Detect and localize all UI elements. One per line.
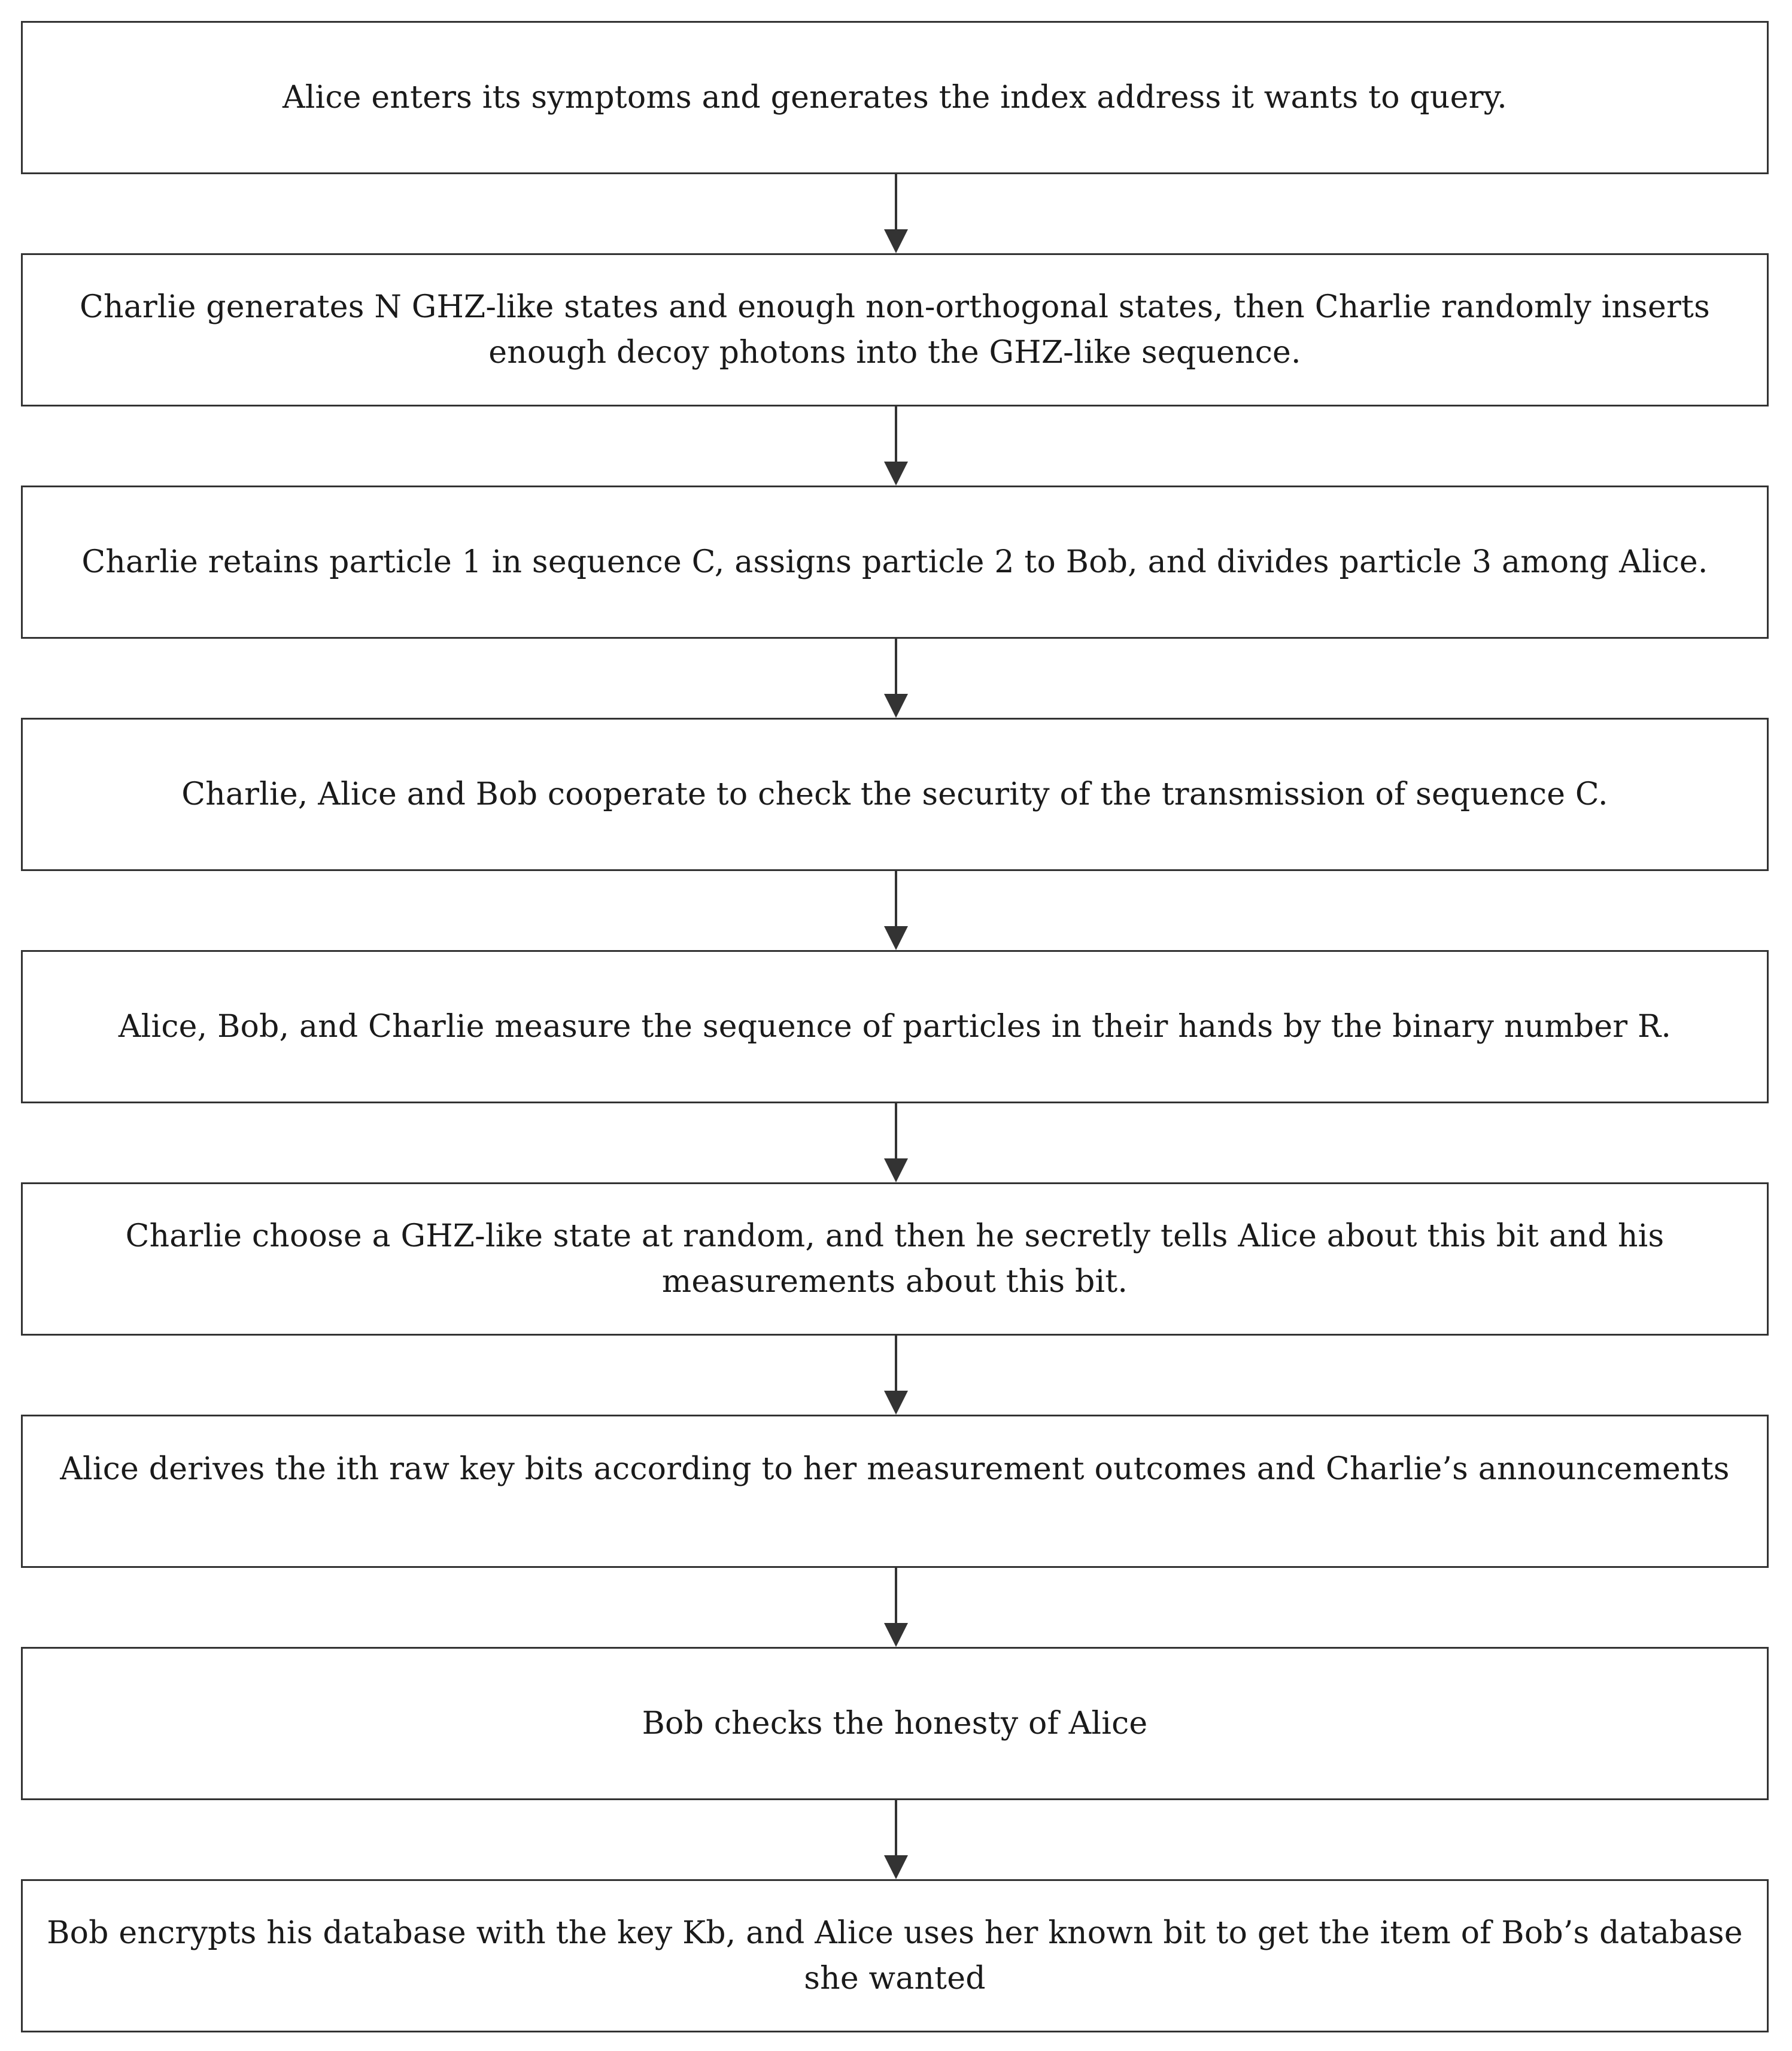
- arrow-down-icon: [884, 1336, 908, 1415]
- step-box-7: Alice derives the ith raw key bits accor…: [21, 1415, 1769, 1568]
- step-box-1: Alice enters its symptoms and generates …: [21, 21, 1769, 174]
- step-text-3: Charlie retains particle 1 in sequence C…: [81, 544, 1708, 580]
- arrow-down-icon: [884, 1800, 908, 1879]
- step-box-2: Charlie generates N GHZ-like states and …: [21, 253, 1769, 406]
- step-text-5: Alice, Bob, and Charlie measure the sequ…: [118, 1009, 1672, 1045]
- step-box-4: Charlie, Alice and Bob cooperate to chec…: [21, 718, 1769, 871]
- arrow-down-icon: [884, 174, 908, 253]
- step-text-1: Alice enters its symptoms and generates …: [282, 80, 1508, 116]
- step-text-7: Alice derives the ith raw key bits accor…: [60, 1451, 1730, 1487]
- step-text-9: Bob encrypts his database with the key K…: [47, 1915, 1743, 1997]
- arrow-down-icon: [884, 1568, 908, 1647]
- arrow-down-icon: [884, 406, 908, 486]
- arrow-down-icon: [884, 871, 908, 950]
- step-text-8: Bob checks the honesty of Alice: [642, 1706, 1148, 1741]
- step-text-4: Charlie, Alice and Bob cooperate to chec…: [181, 776, 1608, 812]
- arrow-down-icon: [884, 639, 908, 718]
- arrow-down-icon: [884, 1103, 908, 1182]
- step-box-3: Charlie retains particle 1 in sequence C…: [21, 486, 1769, 639]
- step-box-9: Bob encrypts his database with the key K…: [21, 1879, 1769, 2032]
- step-box-5: Alice, Bob, and Charlie measure the sequ…: [21, 950, 1769, 1103]
- step-text-2: Charlie generates N GHZ-like states and …: [79, 289, 1711, 371]
- step-box-8: Bob checks the honesty of Alice: [21, 1647, 1769, 1800]
- step-box-6: Charlie choose a GHZ-like state at rando…: [21, 1182, 1769, 1336]
- step-text-6: Charlie choose a GHZ-like state at rando…: [125, 1218, 1665, 1300]
